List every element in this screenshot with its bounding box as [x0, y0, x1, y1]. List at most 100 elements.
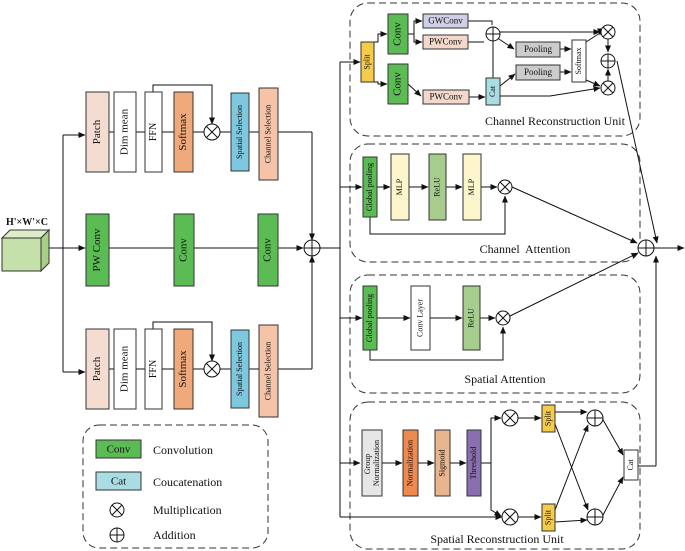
spatial-attention-frame [349, 274, 641, 394]
pwconv-block-upper [422, 34, 469, 50]
sru-split-block-upper [541, 404, 556, 433]
ca-relu-label: ReLU [432, 177, 441, 197]
pwconv-label-upper: PWConv [429, 37, 463, 47]
ca-mlp-block-2 [462, 153, 482, 221]
legend-cat-desc: Coucatenation [153, 475, 222, 489]
legend-cat-key: Cat [111, 476, 126, 488]
normalization-block [402, 429, 419, 497]
sru-multiply-icon-lower [501, 508, 519, 526]
cru-add-icon [485, 26, 501, 42]
patch-block-bottom [85, 328, 110, 410]
sa-relu-label: ReLU [466, 308, 475, 328]
legend-add-desc: Addition [153, 528, 196, 542]
group-norm-label: Group Normalization [363, 440, 381, 486]
sru-multiply-icon-upper [501, 409, 519, 427]
legend-conv-key: Conv [107, 444, 131, 456]
dim-mean-block-bottom [113, 328, 137, 410]
sru-split-block-lower [541, 503, 556, 532]
normalization-label: Normalization [405, 440, 414, 486]
legend-frame [82, 424, 269, 549]
cru-frame [349, 2, 641, 137]
spatial-selection-block-bottom [230, 329, 250, 409]
patch-block-top [85, 91, 110, 173]
ffn-block-top [144, 91, 163, 173]
patch-label-bottom: Patch [91, 356, 103, 381]
sigmoid-block [434, 429, 451, 497]
sa-conv-layer-block [410, 285, 431, 351]
spatial-selection-block-top [230, 92, 250, 172]
cru-conv-label-upper: Conv [392, 22, 404, 46]
ca-mlp-block-1 [390, 153, 410, 221]
legend-add-icon [109, 527, 125, 543]
cru-multiply-icon-upper [600, 24, 616, 40]
sa-global-pooling-label: Global pooling [365, 294, 374, 342]
ffn-label-bottom: FFN [148, 360, 159, 378]
multiply-icon-bottom [203, 360, 221, 378]
sa-global-pooling-block [362, 285, 378, 351]
cru-softmax-label: Softmax [574, 47, 583, 74]
ca-global-pooling-block [362, 156, 378, 218]
patch-label-top: Patch [91, 119, 103, 144]
add-icon-main [303, 239, 321, 257]
cru-conv-label-lower: Conv [392, 72, 404, 96]
threshold-label: Threshold [469, 447, 478, 479]
cru-softmax-block [571, 39, 587, 83]
conv-block-middle-1 [173, 213, 195, 287]
cru-title: Channel Reconstruction Unit [485, 114, 626, 128]
sa-conv-layer-label: Conv Layer [415, 299, 424, 337]
ca-mlp-label-2: MLP [467, 178, 476, 195]
dim-mean-label-top: Dim mean [119, 108, 131, 155]
ca-multiply-icon [497, 179, 513, 195]
ffn-label-top: FFN [148, 123, 159, 141]
ca-global-pooling-label: Global pooling [365, 163, 374, 211]
legend-mult-desc: Multiplication [153, 503, 222, 517]
pwconv-block-lower [422, 89, 470, 105]
group-norm-block [361, 429, 383, 497]
gwconv-label: GWConv [428, 16, 463, 26]
channel-attention-frame [349, 143, 641, 263]
legend-multiply-icon [109, 502, 125, 518]
softmax-label-top: Softmax [177, 113, 189, 151]
sru-add-icon-upper [586, 409, 604, 427]
channel-selection-label-top: Channel Selection [263, 105, 272, 163]
dim-mean-block-top [113, 91, 137, 173]
channel-selection-block-bottom [258, 324, 279, 418]
sru-split-label-lower: Split [543, 509, 552, 525]
cru-conv-block-upper [387, 13, 409, 55]
pooling-label-lower: Pooling [524, 67, 553, 77]
sa-multiply-icon [495, 310, 511, 326]
ca-title: Channel Attention [480, 242, 571, 256]
final-add-icon [637, 239, 655, 257]
conv-label-middle-2: Conv [262, 238, 274, 262]
softmax-label-bottom: Softmax [177, 350, 189, 388]
ffn-block-bottom [144, 328, 163, 410]
spatial-selection-label-top: Spatial Selection [235, 105, 244, 159]
softmax-block-bottom [173, 328, 194, 410]
sa-relu-block [462, 285, 481, 351]
legend-cat-swatch [95, 471, 142, 491]
channel-selection-label-bottom: Channel Selection [263, 342, 272, 400]
dim-mean-label-bottom: Dim mean [119, 345, 131, 392]
cru-add-icon-output [600, 53, 616, 69]
cru-split-label: Split [362, 54, 371, 70]
multiply-icon-top [203, 123, 221, 141]
input-shape-label: H'×W'×C [6, 217, 48, 228]
sru-cat-block [623, 449, 639, 481]
input-tensor-cube [0, 228, 51, 273]
legend-conv-swatch [95, 439, 142, 459]
pooling-label-upper: Pooling [524, 44, 553, 54]
channel-selection-block-top [258, 87, 279, 181]
cru-conv-block-lower [387, 63, 409, 105]
sru-add-icon-lower [586, 508, 604, 526]
cru-cat-label: Cat [488, 85, 497, 97]
conv-label-middle-1: Conv [178, 238, 190, 262]
gwconv-block [422, 13, 469, 29]
conv-block-middle-2 [257, 213, 279, 287]
spatial-selection-label-bottom: Spatial Selection [235, 342, 244, 396]
threshold-block [466, 429, 482, 497]
pw-conv-block [85, 213, 110, 287]
group-norm-label-line2: Normalization [372, 440, 381, 486]
sigmoid-label: Sigmoid [437, 449, 446, 476]
pwconv-label-lower: PWConv [429, 92, 463, 102]
